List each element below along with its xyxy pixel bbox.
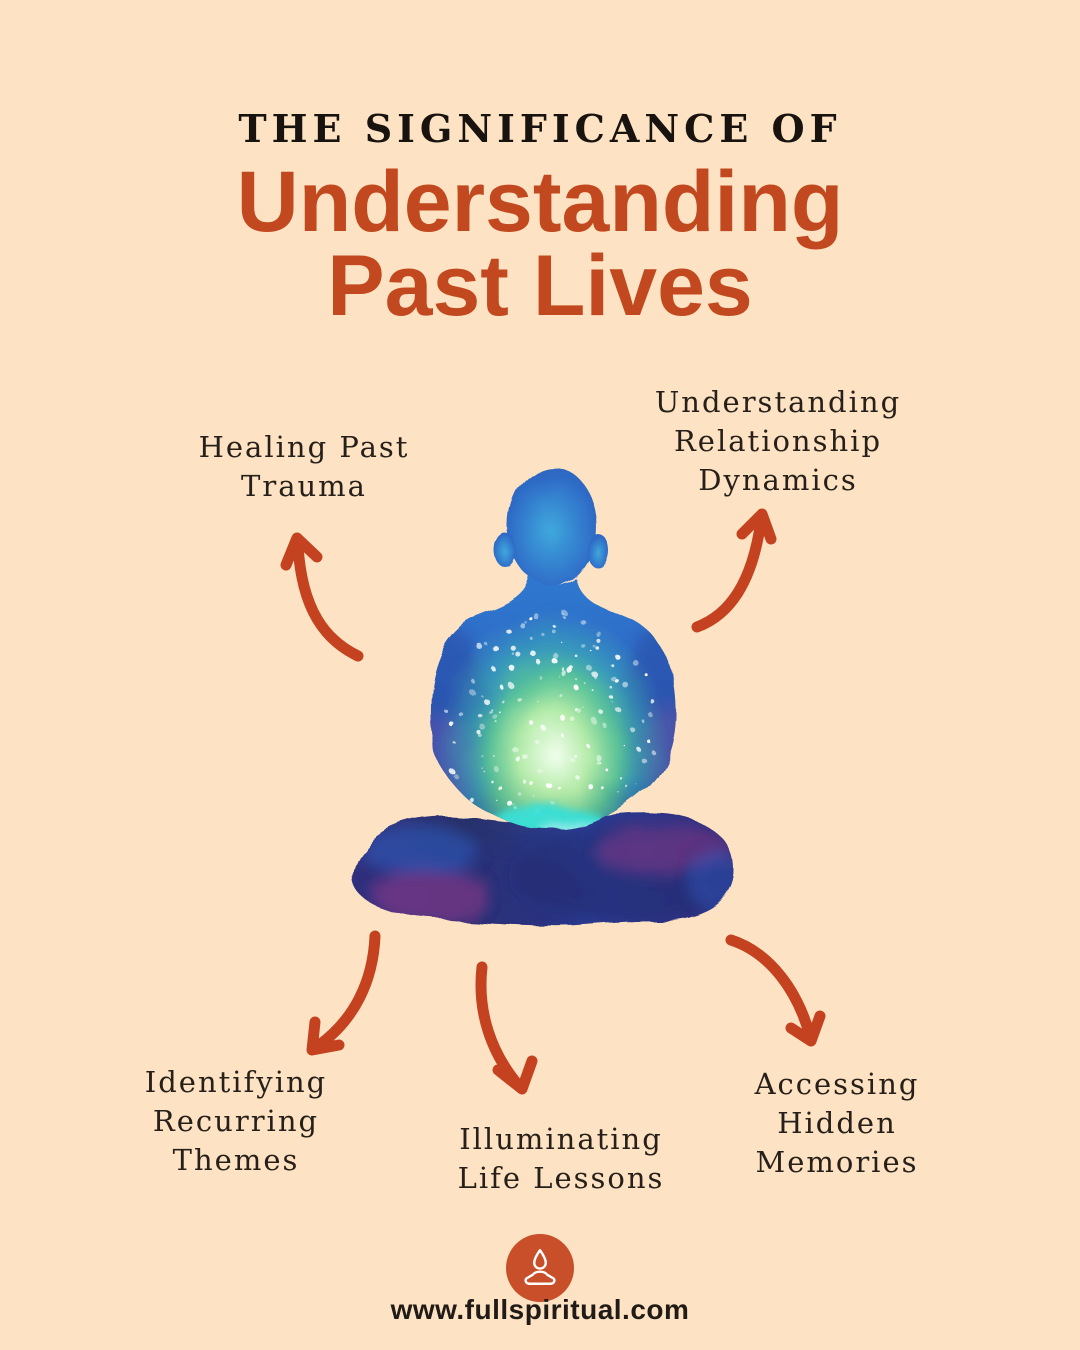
kicker-text: THE SIGNIFICANCE OF bbox=[238, 106, 842, 151]
meditation-flame-icon bbox=[524, 1248, 556, 1285]
brand-logo bbox=[506, 1234, 574, 1302]
benefit-label-recurring-themes: Identifying Recurring Themes bbox=[144, 1065, 328, 1177]
meditation-figure-illustration bbox=[352, 465, 735, 925]
page-title: Understanding Past Lives bbox=[236, 154, 844, 334]
arrow-to-hidden-memories bbox=[725, 934, 826, 1047]
arrow-to-recurring-themes bbox=[306, 930, 381, 1056]
arrow-to-life-lessons bbox=[475, 961, 538, 1095]
benefit-label-hidden-memories: Accessing Hidden Memories bbox=[754, 1067, 920, 1179]
arrow-to-healing-past-trauma bbox=[280, 532, 364, 662]
figure-body-group bbox=[352, 465, 735, 925]
benefit-label-life-lessons: Illuminating Life Lessons bbox=[457, 1122, 665, 1195]
benefit-label-healing-past-trauma: Healing Past Trauma bbox=[198, 430, 410, 503]
arrow-to-relationship-dynamics bbox=[691, 508, 777, 633]
benefit-label-relationship-dynamics: Understanding Relationship Dynamics bbox=[654, 385, 902, 497]
website-url: www.fullspiritual.com bbox=[390, 1294, 690, 1325]
